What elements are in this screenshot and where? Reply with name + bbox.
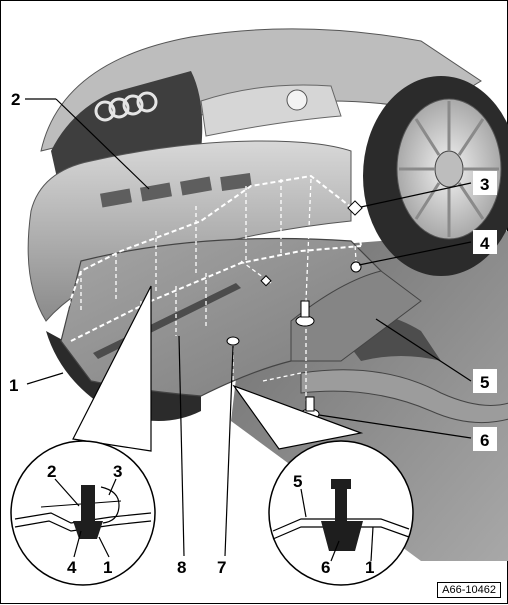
panel-mounting-outline [62, 174, 362, 322]
callout-5: 5 [480, 373, 489, 392]
fastener-screw-7 [226, 336, 240, 346]
detail-left-circle [10, 440, 156, 586]
exhaust-pipe [300, 369, 508, 424]
panel-mounting-outline-lower [70, 245, 362, 342]
detail-left-callout-4: 4 [67, 558, 77, 577]
fastener-screw-4 [350, 261, 362, 273]
fog-light [286, 89, 308, 111]
callout-8: 8 [177, 558, 186, 577]
detail-right-callout-6: 6 [321, 558, 330, 577]
rear-panel-section [290, 270, 422, 362]
callout-4-box: 4 [473, 230, 497, 254]
callout-1: 1 [9, 376, 18, 395]
front-wheel [363, 76, 508, 276]
fastener-clip-small [260, 275, 272, 287]
detail-left-callout-2: 2 [47, 462, 56, 481]
detail-right-callout-5: 5 [293, 472, 302, 491]
detail-left-callout-1: 1 [103, 558, 112, 577]
fastener-clip-3 [347, 200, 363, 216]
callout-3-box: 3 [473, 171, 497, 195]
callout-5-box: 5 [473, 369, 497, 393]
detail-left-callout-3: 3 [113, 462, 122, 481]
callout-6: 6 [480, 431, 489, 450]
detail-right-circle [268, 440, 414, 586]
callout-6-box: 6 [473, 427, 497, 451]
fastener-nut-upper [295, 300, 315, 327]
callout-4: 4 [480, 234, 490, 253]
callout-3: 3 [480, 175, 489, 194]
callout-7: 7 [217, 558, 226, 577]
detail-left-cone [72, 285, 152, 452]
leader-lines [25, 98, 472, 562]
bumper-air-slots [100, 172, 252, 208]
detail-right-cone [232, 384, 364, 450]
detail-right-callout-1: 1 [365, 558, 374, 577]
callout-2: 2 [11, 90, 20, 109]
brand-logo-rings [94, 91, 158, 122]
figure-id-label: A66-10462 [437, 582, 501, 598]
